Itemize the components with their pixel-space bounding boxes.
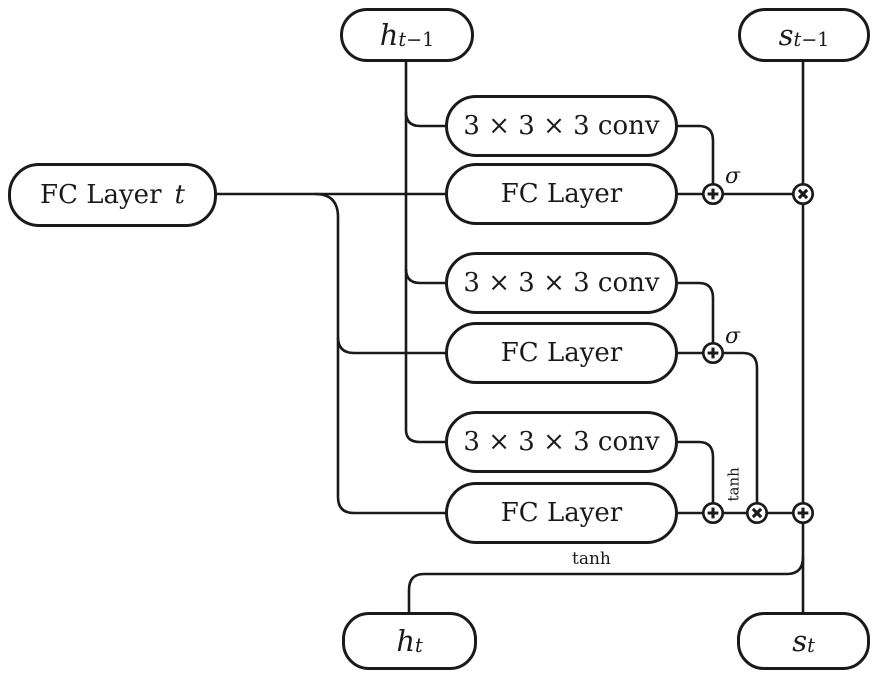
sigma-label-gate2: σ (725, 324, 741, 349)
node-fc-3-label: FC Layer (500, 498, 623, 528)
times-operator-icon (745, 501, 769, 525)
wire-conv1-to-plus1 (650, 124, 715, 192)
times-operator-icon (791, 182, 815, 206)
wire-hprev-trunk (404, 40, 470, 444)
node-conv-3-label: 3 × 3 × 3 conv (463, 427, 660, 457)
plus-operator-icon (701, 501, 725, 525)
node-fc-input-var: t (174, 180, 185, 210)
wire-tanh-output-to-hout (407, 556, 805, 630)
tanh-label-output: tanh (572, 549, 611, 569)
tanh-label-gate: tanh (724, 467, 743, 502)
wire-hprev-to-conv2 (404, 268, 470, 285)
wire-conv3-to-plus3 (650, 440, 715, 510)
wire-fcinput-to-fc2 (336, 336, 470, 355)
wire-hprev-to-conv1 (404, 111, 470, 128)
plus-operator-icon (701, 182, 725, 206)
wire-conv2-to-plus2 (650, 281, 715, 350)
node-fc-3: FC Layer (445, 482, 678, 544)
node-fc-1: FC Layer (445, 163, 678, 225)
node-fc-input-label: FC Layer (40, 180, 162, 210)
node-fc-1-label: FC Layer (500, 179, 623, 209)
node-s-prev-label: s (778, 18, 794, 52)
node-h-prev-label: h (379, 18, 399, 52)
node-conv-1: 3 × 3 × 3 conv (445, 95, 678, 157)
plus-operator-icon (791, 501, 815, 525)
node-fc-2-label: FC Layer (500, 338, 623, 368)
node-conv-1-label: 3 × 3 × 3 conv (463, 111, 660, 141)
plus-operator-icon (701, 341, 725, 365)
wire-sigma2-to-times2 (650, 351, 759, 510)
node-h-out-label: h (396, 624, 415, 658)
wire-fcinput-trunk-to-fc3 (314, 192, 470, 515)
node-fc-input: FC Layer t (8, 163, 217, 227)
node-conv-2: 3 × 3 × 3 conv (445, 252, 678, 314)
node-conv-2-label: 3 × 3 × 3 conv (463, 268, 660, 298)
node-conv-3: 3 × 3 × 3 conv (445, 411, 678, 473)
node-s-out-label: s (792, 624, 808, 658)
sigma-label-gate1: σ (725, 164, 741, 189)
node-fc-2: FC Layer (445, 322, 678, 384)
